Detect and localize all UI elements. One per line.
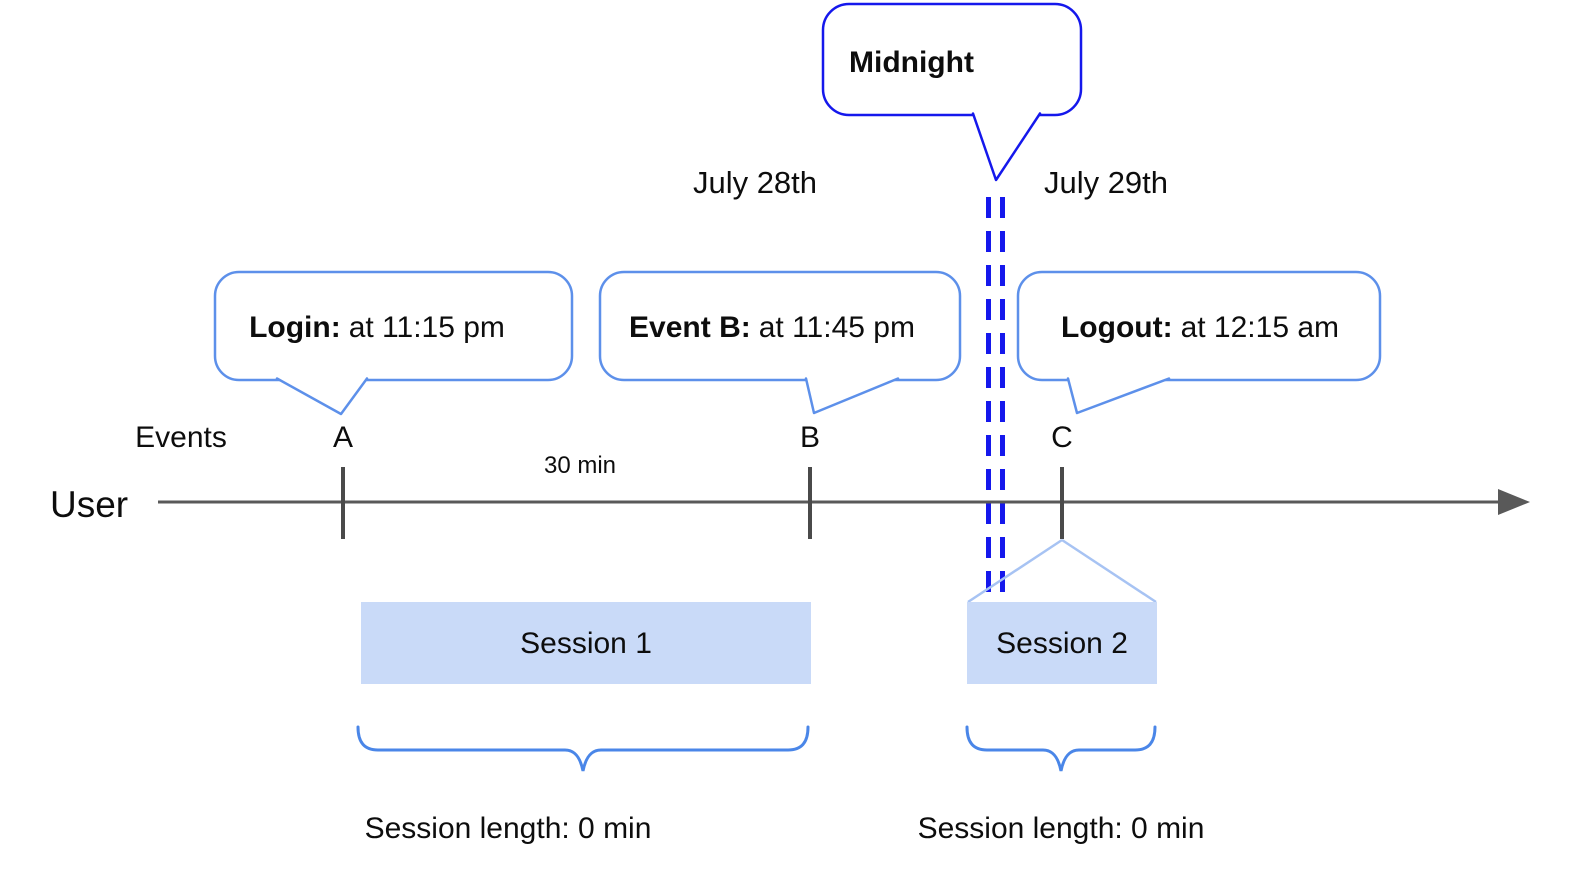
logout-callout-bubble [1016,270,1382,382]
session1-rect [361,602,811,684]
event-b-callout-bubble [598,270,962,382]
event-b-callout-tail [804,377,900,415]
session1-bar: Session 1 [361,602,811,684]
midnight-callout-label: Midnight [849,46,974,79]
event-c-label: C [1051,421,1073,454]
session1-length-label: Session length: 0 min [365,812,652,845]
event-b-callout-detail: at 11:45 pm [759,311,915,344]
date-label-july-28: July 28th [693,165,817,200]
session2-rect [967,602,1157,684]
midnight-callout-tail [971,112,1042,182]
login-callout-tail [275,377,369,416]
session1-label: Session 1 [520,627,652,660]
login-callout-label: Login:at 11:15 pm [249,311,505,344]
login-callout-detail: at 11:15 pm [349,311,505,344]
event-b-callout-title: Event B: [629,311,751,344]
session2-brace [965,725,1157,772]
event-a-marker: A [333,421,353,539]
session2-projection-line-left [967,538,1063,604]
midnight-callout-bubble [821,2,1083,117]
events-row-label: Events [135,421,227,454]
logout-callout-title: Logout: [1061,311,1173,344]
interval-label: 30 min [544,452,616,479]
logout-callout-detail: at 12:15 am [1181,311,1339,344]
session1-brace [356,725,810,772]
timeline-arrowhead-icon [1498,489,1530,515]
logout-callout: Logout:at 12:15 am [1016,270,1382,415]
session2-projection-line-right [1061,538,1157,604]
user-row-label: User [50,484,128,525]
session2-bar: Session 2 [967,602,1157,684]
login-callout-title: Login: [249,311,341,344]
login-callout-bubble [213,270,574,382]
event-b-callout-label: Event B:at 11:45 pm [629,311,915,344]
event-c-marker: C [1051,421,1073,539]
event-b-label: B [800,421,820,454]
logout-callout-label: Logout:at 12:15 am [1061,311,1339,344]
date-label-july-29: July 29th [1044,165,1168,200]
session2-label: Session 2 [996,627,1128,660]
session2-length-label: Session length: 0 min [918,812,1205,845]
midnight-callout: Midnight [821,2,1083,182]
timeline-axis: Events User 30 min A B C [50,421,1530,539]
event-b-callout: Event B:at 11:45 pm [598,270,962,415]
event-a-label: A [333,421,353,454]
event-b-marker: B [800,421,820,539]
login-callout: Login:at 11:15 pm [213,270,574,416]
logout-callout-tail [1066,377,1171,415]
